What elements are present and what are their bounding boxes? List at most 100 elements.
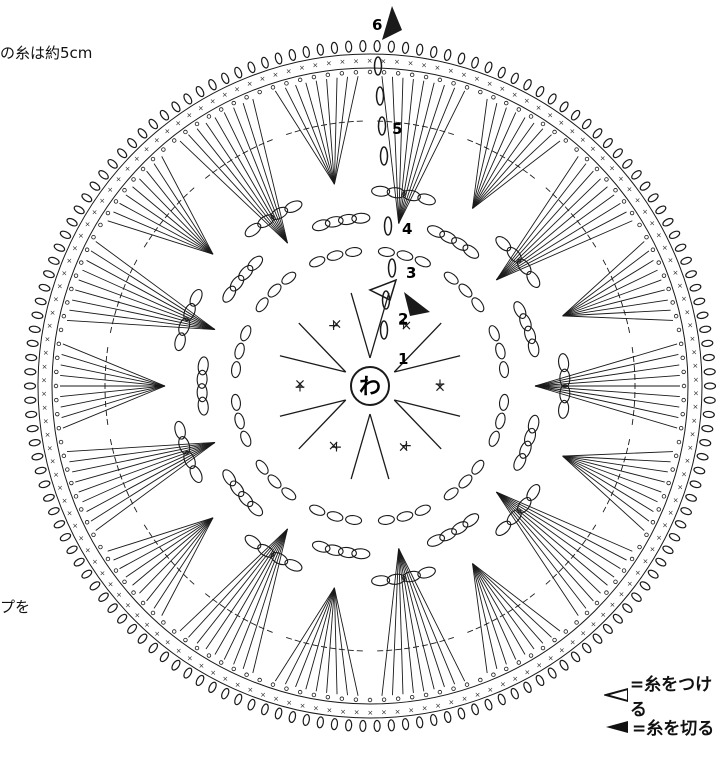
dc-bar (115, 457, 117, 463)
dc-stitch-line (126, 518, 213, 577)
star-spoke (351, 414, 370, 479)
dc-stitch-line (496, 187, 607, 280)
dc-stitch-line (63, 386, 165, 428)
sc-mark: × (134, 611, 140, 619)
dc-stitch-line (535, 344, 677, 386)
chain-oval (280, 486, 298, 503)
chain-oval (239, 324, 253, 342)
picot-loop (484, 698, 493, 710)
sc-mark: × (50, 458, 56, 466)
sc-mark: × (536, 662, 542, 670)
picot-loop (97, 169, 109, 181)
chain-dot (106, 211, 110, 215)
dc-stitch-line (285, 88, 334, 184)
chain-dot (382, 71, 386, 75)
dc-bar (171, 207, 175, 211)
picot-loop (43, 493, 55, 502)
chain-oval (311, 218, 331, 233)
picot-loop (388, 41, 395, 52)
picot-loop (484, 61, 493, 73)
picot-loop (274, 52, 283, 64)
chain-dot (657, 508, 661, 512)
chain-dot (354, 71, 358, 75)
picot-loop (25, 369, 36, 375)
chain-oval (220, 284, 238, 304)
sc-mark: × (85, 220, 91, 228)
chain-dot (605, 591, 609, 595)
dc-bar (593, 525, 596, 530)
chain-dot (662, 274, 666, 278)
sc-mark: × (222, 91, 228, 99)
chain-dot (99, 223, 103, 227)
chain-oval (487, 324, 501, 342)
dc-bar (134, 260, 137, 265)
chain-dot (207, 115, 211, 119)
picot-loop (570, 651, 581, 663)
chain-dot (59, 328, 63, 332)
sc-mark: × (600, 611, 606, 619)
picot-loop (260, 56, 269, 68)
picot-loop (457, 52, 466, 64)
chain-dot (575, 148, 579, 152)
picot-loop (170, 659, 181, 671)
sc-mark: × (394, 58, 400, 66)
chain-dot (207, 654, 211, 658)
sc-mark: × (590, 145, 596, 153)
sc-mark: × (72, 244, 78, 252)
dc-stitch-line (496, 492, 600, 593)
star-spoke (370, 293, 389, 358)
picot-loop (704, 369, 715, 375)
dc-stitch-line (133, 518, 213, 585)
dc-bar (530, 594, 535, 598)
sc-mark: × (691, 417, 697, 425)
chain-oval (243, 221, 263, 240)
dc-bar (559, 568, 563, 572)
dc-stitch-line (473, 564, 552, 638)
picot-loop (29, 439, 41, 447)
chain-dot (368, 698, 372, 702)
chain-oval (197, 356, 209, 375)
chain-dot (674, 454, 678, 458)
picot-loop (260, 703, 269, 715)
dc-bar (431, 643, 437, 644)
sc-mark: × (294, 376, 306, 392)
dc-bar (149, 532, 152, 537)
sc-mark: × (524, 97, 530, 105)
dc-stitch-line (496, 203, 620, 280)
picot-loop (443, 711, 451, 723)
picot-loop (471, 56, 480, 68)
picot-loop (581, 118, 593, 130)
picot-loop (443, 49, 451, 61)
picot-loop (535, 674, 546, 687)
picot-loop (639, 180, 651, 191)
sc-mark: × (692, 362, 698, 370)
dc-stitch-line (496, 171, 593, 280)
chain-oval (487, 430, 501, 448)
dc-stitch-line (496, 195, 614, 280)
picot-loop (38, 480, 50, 489)
dc-bar (134, 507, 137, 512)
sc-mark: × (273, 695, 279, 703)
chain-dot (114, 200, 118, 204)
dc-bar (110, 439, 111, 445)
chain-oval (457, 473, 475, 491)
dc-stitch-line (382, 548, 399, 695)
chain-dot (123, 580, 127, 584)
picot-loop (35, 466, 47, 475)
sc-mark: × (198, 662, 204, 670)
chain-dot (92, 235, 96, 239)
dc-bar (159, 220, 163, 225)
picot-loop (25, 397, 36, 403)
chain-dot (66, 468, 70, 472)
picot-loop (402, 42, 409, 54)
chain-dot (529, 115, 533, 119)
dc-stitch-line (75, 290, 215, 330)
picot-loop (25, 411, 36, 418)
picot-loop (81, 569, 93, 580)
sc-mark: × (662, 244, 668, 252)
chain-dot (57, 342, 61, 346)
picot-loop (621, 158, 633, 170)
picot-loop (220, 687, 230, 700)
chain-dot (452, 82, 456, 86)
